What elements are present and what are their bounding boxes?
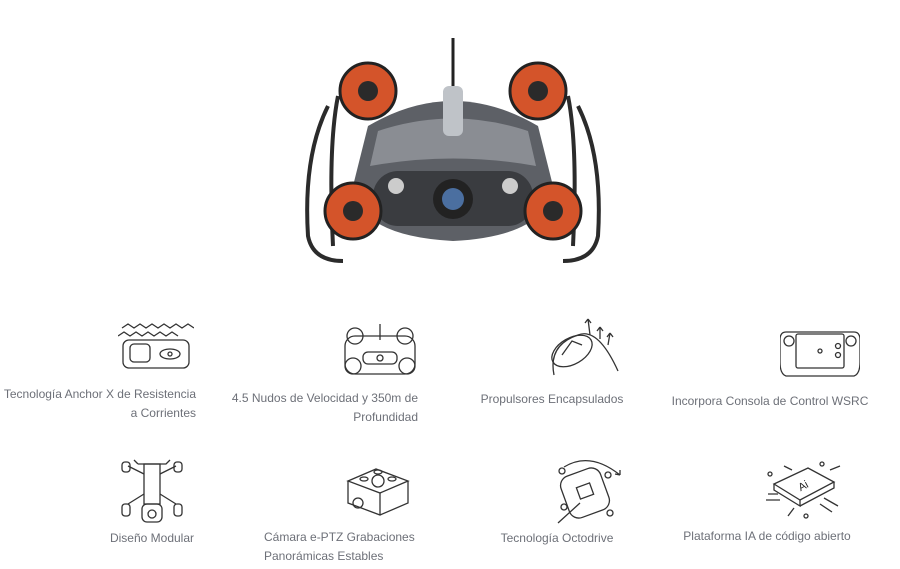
feature-caption-speed-depth: 4.5 Nudos de Velocidad y 350m de Profund… xyxy=(232,389,418,427)
caption-line: Cámara e-PTZ Grabaciones xyxy=(264,530,415,544)
underwater-drone-image xyxy=(305,38,601,263)
caption-line: Diseño Modular xyxy=(109,531,195,545)
caption-line: Profundidad xyxy=(353,410,418,424)
feature-caption-anchor-x: Tecnología Anchor X de Resistencia a Cor… xyxy=(4,385,196,423)
caption-line: Tecnología Anchor X de Resistencia xyxy=(3,387,196,401)
feature-caption-modular: Diseño Modular xyxy=(110,529,194,548)
feature-caption-ptz-camera: Cámara e-PTZ Grabaciones Panorámicas Est… xyxy=(264,528,415,566)
feature-caption-ai-platform: Plataforma IA de código abierto xyxy=(683,527,850,546)
caption-line: a Corrientes xyxy=(130,406,196,420)
caption-line: Panorámicas Estables xyxy=(264,549,384,563)
modular-design-icon xyxy=(118,458,186,524)
feature-caption-console: Incorpora Consola de Control WSRC xyxy=(672,392,869,411)
caption-line: Plataforma IA de código abierto xyxy=(683,529,851,543)
controller-console-icon xyxy=(780,328,860,378)
ptz-camera-icon xyxy=(342,463,412,519)
caption-line: Tecnología Octodrive xyxy=(500,531,614,545)
caption-line: Propulsores Encapsulados xyxy=(480,392,624,406)
feature-caption-thrusters: Propulsores Encapsulados xyxy=(481,390,624,409)
chip-label: Ai xyxy=(796,479,810,494)
caption-line: Incorpora Consola de Control WSRC xyxy=(671,394,869,408)
anchor-x-current-icon xyxy=(118,322,194,378)
ai-chip-icon: Ai xyxy=(764,460,844,520)
feature-caption-octodrive: Tecnología Octodrive xyxy=(501,529,614,548)
caption-line: 4.5 Nudos de Velocidad y 350m de xyxy=(231,391,418,405)
octodrive-icon xyxy=(550,455,626,525)
encapsulated-thruster-icon xyxy=(548,315,624,377)
product-image xyxy=(298,36,608,268)
drone-speed-depth-icon xyxy=(341,322,419,378)
